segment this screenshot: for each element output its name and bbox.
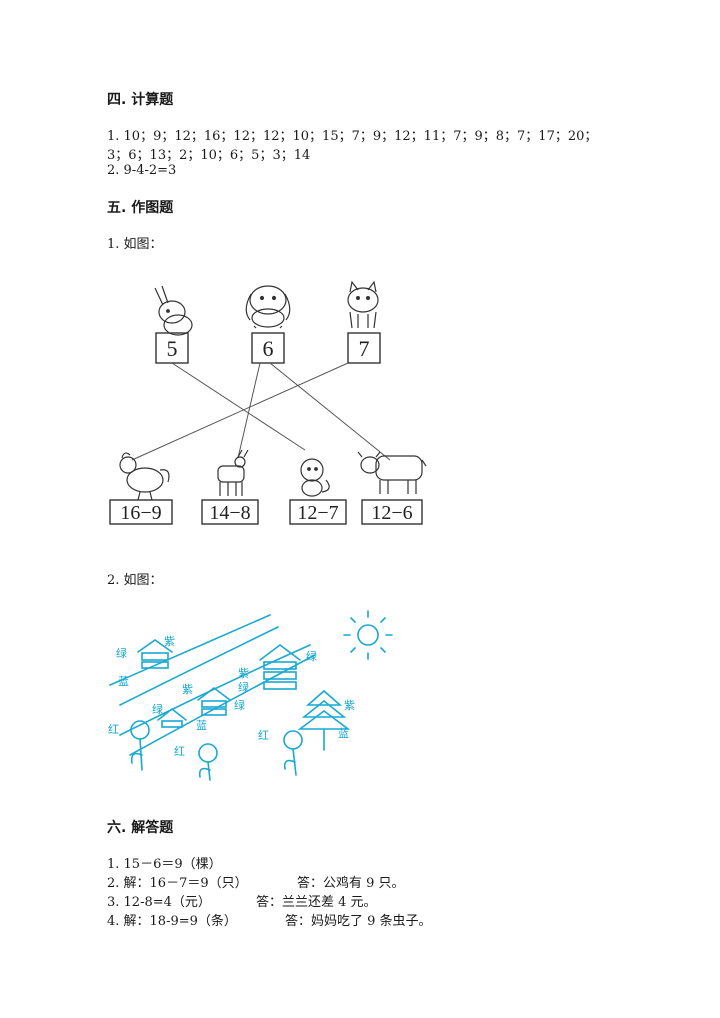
label-purple: 紫: [164, 635, 175, 648]
calc-answer-line-3: 2. 9-4-2=3: [107, 163, 177, 178]
house-icon: [259, 644, 301, 690]
flower-icon: [283, 730, 303, 776]
number-label-7: 7: [359, 336, 370, 361]
rabbit-icon: [154, 285, 193, 336]
match-line-6a: [237, 362, 261, 459]
animal-matching-figure: 5 6 7 16−9 14−8 12−7 12−6: [109, 280, 427, 525]
monkey-icon: [300, 458, 330, 497]
problem-3-calc: 3. 12-8=4（元）: [107, 895, 211, 910]
label-green: 绿: [234, 698, 245, 712]
calc-answer-line-2: 3；6；13；2；10；6；5；3；14: [107, 148, 311, 163]
problem-2-calc: 2. 解：16－7＝9（只）: [107, 876, 248, 891]
section-heading-word-problems: 六. 解答题: [107, 820, 174, 836]
label-red: 红: [108, 723, 119, 736]
flower-icon: [130, 720, 150, 771]
section-heading-drawing: 五. 作图题: [107, 200, 174, 216]
problem-2-answer: 答：公鸡有 9 只。: [297, 876, 405, 891]
number-label-6: 6: [263, 336, 274, 361]
house-icon: [137, 639, 173, 669]
problem-4-calc: 4. 解：18-9=9（条）: [107, 914, 237, 929]
drawing-item-2-label: 2. 如图：: [107, 573, 163, 588]
cow-icon: [357, 451, 427, 494]
label-green: 绿: [238, 680, 249, 694]
rooster-icon: [119, 452, 170, 501]
label-green: 绿: [152, 702, 163, 716]
label-purple: 紫: [344, 699, 355, 712]
label-purple: 紫: [182, 683, 193, 696]
match-line-6b: [269, 362, 391, 461]
label-purple: 紫: [238, 667, 249, 680]
house-icon: [197, 687, 231, 716]
sun-icon: [343, 610, 393, 660]
expression-label-12-6: 12−6: [371, 502, 412, 524]
flower-icon: [198, 743, 218, 781]
expression-label-14-8: 14−8: [209, 502, 250, 524]
calc-answer-line-1: 1. 10；9；12；16；12；12；10；15；7；9；12；11；7；9；…: [107, 129, 598, 144]
match-line-5: [171, 362, 306, 451]
expression-label-12-7: 12−7: [297, 502, 338, 524]
coloring-scene-figure: 绿 紫 蓝 紫 绿 紫 绿 绿 绿 蓝 紫 蓝 红 红 红: [108, 610, 393, 781]
dog-icon: [245, 285, 291, 329]
problem-4-answer: 答：妈妈吃了 9 条虫子。: [285, 914, 432, 929]
label-red: 红: [174, 745, 185, 758]
label-green: 绿: [116, 646, 127, 660]
problem-3-answer: 答：兰兰还差 4 元。: [256, 895, 377, 910]
expression-label-16-9: 16−9: [120, 502, 161, 524]
deer-icon: [217, 449, 249, 496]
match-line-7: [131, 362, 349, 461]
cat-icon: [347, 280, 379, 329]
tree-icon: [297, 689, 351, 751]
label-green: 绿: [306, 649, 317, 663]
house-icon: [157, 707, 187, 728]
section-heading-calculation: 四. 计算题: [107, 92, 174, 108]
label-blue: 蓝: [196, 719, 207, 732]
label-red: 红: [258, 729, 269, 742]
label-blue: 蓝: [338, 727, 349, 740]
number-label-5: 5: [167, 336, 178, 361]
drawing-item-1-label: 1. 如图：: [107, 237, 163, 252]
problem-1-line: 1. 15－6＝9（棵）: [107, 857, 222, 872]
label-blue: 蓝: [118, 675, 129, 688]
